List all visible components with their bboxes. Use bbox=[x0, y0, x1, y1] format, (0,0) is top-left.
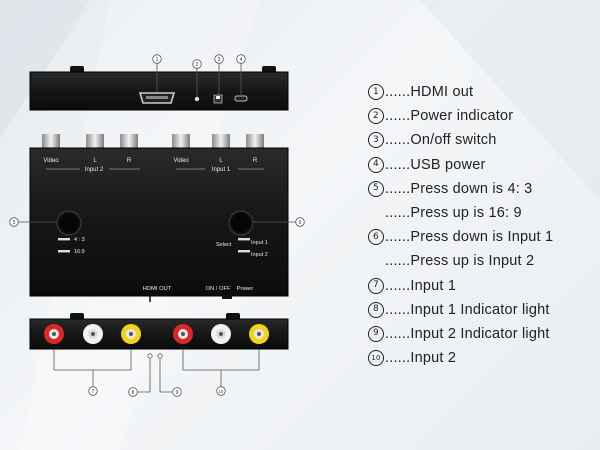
legend-dots: ...... bbox=[385, 325, 411, 342]
jack-label-video-1: Video bbox=[173, 158, 189, 164]
legend-dots: ...... bbox=[385, 229, 411, 246]
aspect-option-4-3: 4 : 3 bbox=[74, 237, 85, 243]
legend-dots: ...... bbox=[385, 277, 411, 294]
legend-dots: ...... bbox=[385, 156, 411, 173]
callout-6: 6 bbox=[299, 220, 302, 226]
legend-dots: ...... bbox=[385, 350, 411, 367]
jack-label-r-1: R bbox=[253, 158, 258, 164]
legend-text-5b: Press up is 16: 9 bbox=[410, 205, 522, 222]
bottom-callout-lines bbox=[53, 349, 260, 393]
onoff-switch[interactable] bbox=[213, 94, 223, 104]
aspect-ratio-button[interactable] bbox=[56, 210, 82, 236]
aspect-options: 4 : 3 16:9 bbox=[58, 237, 85, 255]
jack-label-l-2: L bbox=[93, 158, 97, 164]
legend-text-5: Press down is 4: 3 bbox=[410, 180, 533, 197]
usb-power-port[interactable] bbox=[234, 95, 248, 102]
input1-indicator-led bbox=[147, 353, 153, 359]
jack-label-r-2: R bbox=[127, 158, 132, 164]
legend-num-1: 1 bbox=[368, 84, 384, 101]
legend-num-8: 8 bbox=[368, 301, 384, 318]
legend-row-3: 3 ...... On/off switch bbox=[368, 128, 596, 152]
callout-7: 7 bbox=[92, 389, 95, 395]
input-option-1: Input 1 bbox=[251, 240, 268, 246]
rca-jack-l-2[interactable] bbox=[83, 324, 103, 344]
legend: 1 ...... HDMI out 2 ...... Power indicat… bbox=[368, 80, 596, 370]
rca-jack-video-2[interactable] bbox=[44, 324, 64, 344]
legend-dots: ...... bbox=[385, 205, 411, 222]
legend-num-3: 3 bbox=[368, 132, 384, 149]
legend-row-1: 1 ...... HDMI out bbox=[368, 80, 596, 104]
legend-dots: ...... bbox=[385, 180, 411, 197]
legend-row-6b: ...... Press up is Input 2 bbox=[368, 249, 596, 273]
top-callouts bbox=[152, 54, 246, 96]
legend-text-4: USB power bbox=[410, 156, 486, 173]
legend-row-2: 2 ...... Power indicator bbox=[368, 104, 596, 128]
power-indicator-led bbox=[194, 96, 200, 102]
legend-num-10: 10 bbox=[368, 350, 384, 367]
rca-jack-l-1[interactable] bbox=[211, 324, 231, 344]
legend-num-9: 9 bbox=[368, 325, 384, 342]
callout-3: 3 bbox=[218, 57, 221, 63]
legend-num-7: 7 bbox=[368, 277, 384, 294]
legend-dots: ...... bbox=[385, 84, 411, 101]
device-front-panel bbox=[29, 318, 289, 350]
rca-jack-video-1[interactable] bbox=[173, 324, 193, 344]
jack-label-video-2: Video bbox=[43, 158, 59, 164]
legend-num-2: 2 bbox=[368, 108, 384, 125]
legend-text-6b: Press up is Input 2 bbox=[410, 253, 535, 270]
legend-num-5: 5 bbox=[368, 180, 384, 197]
callout-9: 9 bbox=[176, 390, 179, 396]
legend-text-1: HDMI out bbox=[410, 84, 474, 101]
input-option-2: Input 2 bbox=[251, 252, 268, 258]
legend-text-9: Input 2 Indicator light bbox=[410, 325, 550, 342]
legend-text-7: Input 1 bbox=[410, 277, 457, 294]
callout-5: 5 bbox=[13, 220, 16, 226]
legend-row-4: 4 ...... USB power bbox=[368, 153, 596, 177]
rca-jack-r-2[interactable] bbox=[121, 324, 141, 344]
legend-text-10: Input 2 bbox=[410, 350, 457, 367]
legend-row-9: 9 ...... Input 2 Indicator light bbox=[368, 322, 596, 346]
legend-text-3: On/off switch bbox=[410, 132, 497, 149]
legend-row-6: 6 ...... Press down is Input 1 bbox=[368, 225, 596, 249]
legend-dots: ...... bbox=[385, 132, 411, 149]
rca-jack-r-1[interactable] bbox=[249, 324, 269, 344]
callout-2: 2 bbox=[196, 62, 199, 68]
legend-dots: ...... bbox=[385, 253, 411, 270]
input1-group-label: Input 1 bbox=[212, 167, 231, 173]
legend-text-2: Power indicator bbox=[410, 108, 514, 125]
hdmi-port-icon bbox=[138, 92, 176, 104]
legend-row-7: 7 ...... Input 1 bbox=[368, 274, 596, 298]
power-label: Power bbox=[237, 286, 254, 292]
input2-indicator-led bbox=[157, 353, 163, 359]
input-select-button[interactable] bbox=[228, 210, 254, 236]
callout-1: 1 bbox=[156, 57, 159, 63]
rca-chrome-row bbox=[42, 134, 264, 150]
legend-dots: ...... bbox=[385, 301, 411, 318]
callout-10: 10 bbox=[219, 389, 224, 394]
legend-row-10: 10 ...... Input 2 bbox=[368, 346, 596, 370]
legend-text-6: Press down is Input 1 bbox=[410, 229, 554, 246]
legend-row-5: 5 ...... Press down is 4: 3 bbox=[368, 177, 596, 201]
input2-group-label: Input 2 bbox=[85, 167, 104, 173]
callout-4: 4 bbox=[240, 57, 243, 63]
aspect-option-16-9: 16:9 bbox=[74, 249, 85, 255]
legend-dots: ...... bbox=[385, 108, 411, 125]
legend-row-5b: ...... Press up is 16: 9 bbox=[368, 201, 596, 225]
legend-num-6: 6 bbox=[368, 229, 384, 246]
device-diagram: 1 2 3 4 Video L R Video L R Input 2 Inpu… bbox=[9, 54, 305, 397]
onoff-label: ON / OFF bbox=[205, 286, 231, 292]
jack-label-l-1: L bbox=[219, 158, 223, 164]
rca-jacks-front bbox=[44, 324, 269, 344]
legend-text-8: Input 1 Indicator light bbox=[410, 301, 550, 318]
device-top-view bbox=[29, 66, 289, 111]
callout-8: 8 bbox=[132, 390, 135, 396]
legend-num-4: 4 bbox=[368, 156, 384, 173]
hdmi-out-label: HDMI OUT bbox=[143, 286, 172, 292]
legend-row-8: 8 ...... Input 1 Indicator light bbox=[368, 298, 596, 322]
select-label: Select bbox=[216, 242, 232, 248]
